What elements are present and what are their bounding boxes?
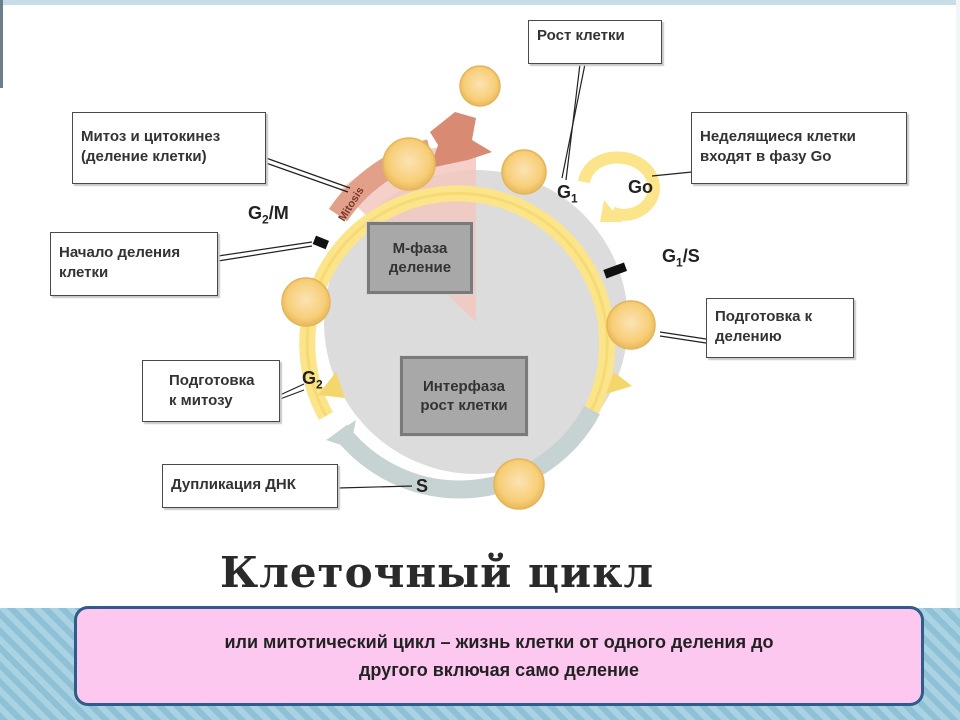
callout-dna-duplication: Дупликация ДНК [162,464,338,508]
go-loop [578,151,660,221]
phase-label-g2: G2 [302,368,323,392]
callout-nondividing-cells: Неделящиеся клетки входят в фазу Go [691,112,907,184]
leader-line [337,485,413,489]
cell-icon [281,277,331,327]
leader-lines [217,63,707,489]
phase-go-text: Go [628,177,653,197]
phase-label-s: S [416,476,428,497]
phase-g1-base: G [557,182,572,202]
cell-icon [501,149,547,195]
ring-g2-arrowhead [318,372,345,398]
callout-text: Подготовка к [715,308,813,325]
cell-icon [493,458,545,510]
phase-label-g1: G1 [557,182,578,206]
callout-text: Подготовка [169,372,255,389]
callout-text: Митоз и цитокинез [81,128,221,145]
page-title: Клеточный цикл [220,548,655,597]
m-phase-box: М-фаза деление [366,221,474,295]
interphase-box: Интерфаза рост клетки [399,355,529,437]
top-border-strip [0,0,960,5]
phase-g1s-tail: /S [682,246,700,266]
interphase-sublabel: рост клетки [420,397,508,414]
leader-line [265,157,351,189]
left-edge-strip [0,0,3,88]
phase-g1s-base: G [662,246,677,266]
ring-g1s-arrowhead [606,372,632,394]
leader-line [279,383,305,396]
cell-icons [281,65,656,510]
checkpoint-g1s-bar [603,262,628,279]
definition-line: или митотический цикл – жизнь клетки от … [224,632,774,652]
cell-icon [459,65,501,107]
callout-mitosis-cytokinesis: Митоз и цитокинез (деление клетки) [72,112,266,184]
callout-text: к митозу [169,392,233,409]
leader-line [217,241,313,257]
definition-line: другого включая само деление [359,660,639,680]
callout-text: входят в фазу Go [700,148,832,165]
callout-cell-growth: Рост клетки [528,20,662,64]
leader-line [651,171,693,177]
leader-line [659,335,707,344]
phase-s-text: S [416,476,429,496]
phase-g2m-tail: /M [268,203,289,223]
callout-text: Неделящиеся клетки [700,128,856,145]
m-phase-label: М-фаза [392,240,448,257]
leader-line [279,389,305,400]
ring-s-phase-arrowhead [326,420,356,448]
ring-s-phase-arc [332,405,600,499]
callout-text: клетки [59,264,109,281]
phase-g2-sub: 2 [316,377,323,392]
callout-text: Рост клетки [537,27,625,44]
phase-g1-sub: 1 [571,191,578,206]
phase-label-go: Go [628,177,653,198]
callout-division-start: Начало деления клетки [50,232,218,296]
callout-text: Дупликация ДНК [171,476,296,493]
checkpoint-g2m-bar [312,235,329,250]
callout-text: (деление клетки) [81,148,207,165]
callout-prep-mitosis: Подготовка к митозу [142,360,280,422]
mitosis-arrow [430,112,492,168]
m-phase-sublabel: деление [388,259,452,276]
phase-g1s-sub: 1 [676,255,683,270]
phase-g2m-sub: 2 [262,212,269,227]
definition-box: или митотический цикл – жизнь клетки от … [74,606,924,706]
cell-icon [382,137,436,191]
callout-text: делению [715,328,782,345]
leader-line [217,245,313,262]
leader-line [265,162,349,193]
phase-label-g1s: G1/S [662,246,700,270]
callout-text: Начало деления [59,244,181,261]
phase-label-g2m: G2/M [248,203,289,227]
right-edge-strip [956,0,960,720]
cell-icon [606,300,656,350]
phase-g2-base: G [302,368,317,388]
callout-prep-division: Подготовка к делению [706,298,854,358]
leader-line [659,331,707,340]
leader-line [565,63,581,181]
phase-g2m-base: G [248,203,263,223]
interphase-label: Интерфаза [423,378,505,395]
go-loop-arrowhead [600,200,622,222]
